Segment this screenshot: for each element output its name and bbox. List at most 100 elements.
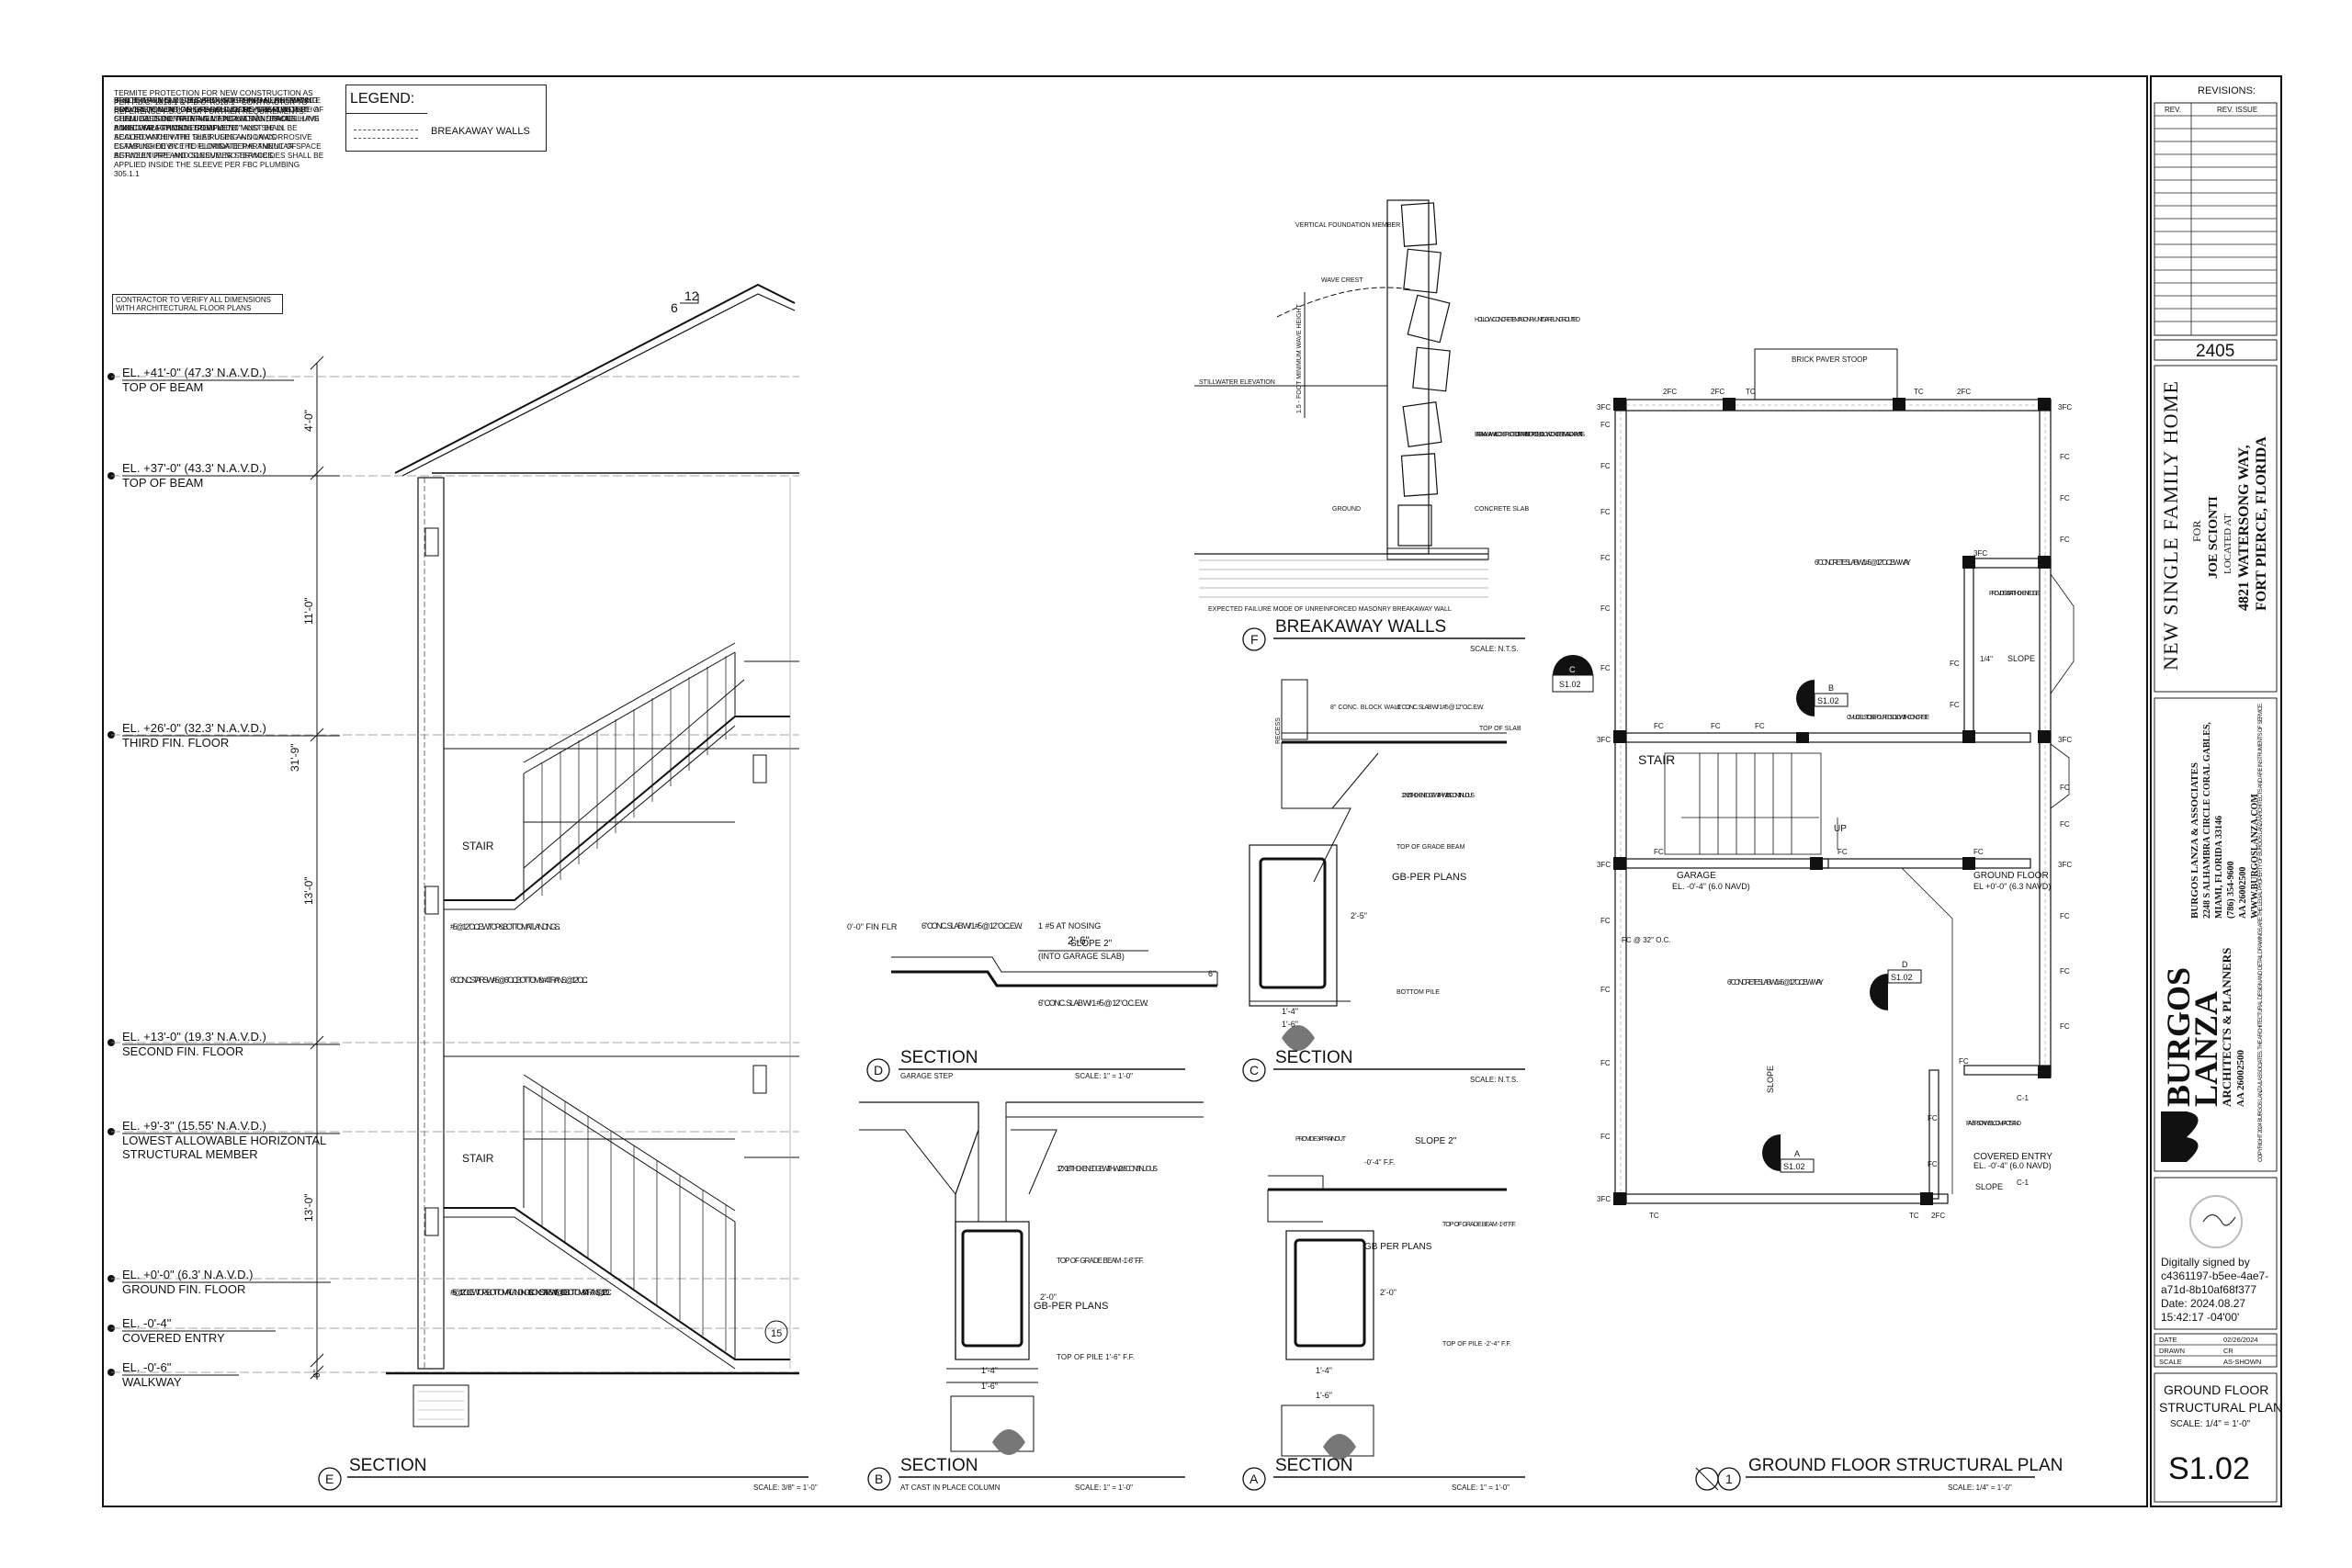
- c-dim-2: 1'-6": [1282, 1020, 1298, 1029]
- sig-line-1: Digitally signed by: [2161, 1256, 2250, 1269]
- plan-fc: FC: [2060, 820, 2070, 829]
- f-note-6: BREAKAWAY WALL CONSTRUCTED OF UNREINFORC…: [1475, 432, 1585, 438]
- dim-13ft-b: 13'-0": [302, 1193, 315, 1222]
- stair-note-4: 6" CONC. STAIRS W/ #5 @ 6" O.C. BOTTOM &…: [528, 1288, 612, 1297]
- d-note-1: 6" CONC. SLAB W/ 1 #5 @ 12" O.C. E.W.: [922, 921, 1023, 931]
- detail-c-title: SECTION: [1275, 1048, 1352, 1067]
- detail-c-scale: SCALE: N.T.S.: [1470, 1076, 1518, 1084]
- logo-burgos: BURGOS: [2160, 967, 2197, 1107]
- detail-a-letter: A: [1250, 1472, 1259, 1486]
- plan-3fc: 3FC: [1597, 861, 1611, 869]
- plan-thicken: PROVIDE 2 #5 AT THICKEN EDGE: [1989, 591, 2040, 597]
- plan-fc: FC: [2060, 453, 2070, 461]
- plan-fc: FC: [1600, 462, 1611, 470]
- elev-label: EL. +26'-0" (32.3' N.A.V.D.): [122, 721, 266, 735]
- roof-pitch-run: 12: [684, 288, 699, 303]
- elev-label: EL. +37'-0" (43.3' N.A.V.D.): [122, 461, 266, 475]
- plan-stair: STAIR: [1638, 752, 1675, 767]
- note-termite-4: Protective sleeves around piping penetra…: [114, 96, 324, 178]
- plan-fc: FC: [1959, 1057, 1969, 1066]
- ref-sheet: S1.02: [1559, 680, 1581, 689]
- ref-letter: A: [1794, 1149, 1800, 1158]
- plan-tc: TC: [1914, 388, 1924, 396]
- a-dim-2: 1'-6": [1316, 1391, 1332, 1400]
- c-note-8: RECESS: [1275, 717, 1282, 744]
- rev-issue-col: REV. ISSUE: [2217, 106, 2257, 114]
- elev-sub: WALKWAY: [122, 1375, 182, 1389]
- elev-sub: TOP OF BEAM: [122, 380, 203, 394]
- address-2: FORT PIERCE, FLORIDA: [2254, 436, 2269, 611]
- detail-d-letter: D: [874, 1063, 883, 1077]
- plan-fc: FC: [2060, 912, 2070, 920]
- elev-sub: LOWEST ALLOWABLE HORIZONTAL: [122, 1134, 326, 1147]
- a-note-2: SLOPE 2": [1415, 1136, 1457, 1146]
- dim-4ft: 4'-0": [302, 410, 315, 432]
- a-note-4: GB PER PLANS: [1364, 1242, 1432, 1252]
- plan-fc: FC: [1600, 554, 1611, 562]
- a-dim-3: 2'-0": [1380, 1288, 1396, 1297]
- plan-slope-2: SLOPE: [1975, 1182, 2003, 1191]
- detail-b: 12" X 16" THICKEN EDGE WITH W/ 2 #5 CONT…: [859, 1101, 1204, 1492]
- plan-fc: FC: [1600, 664, 1611, 672]
- d-note-5: SLOPE 2": [1070, 939, 1113, 949]
- scale-value: AS-SHOWN: [2223, 1358, 2261, 1366]
- elev-minus6: EL. -0'-6" WALKWAY: [107, 1360, 799, 1389]
- plan-garage-el: EL. -0'-4" (6.0 NAVD): [1672, 882, 1750, 891]
- ref-sheet: S1.02: [1783, 1162, 1805, 1171]
- plan-section-ref-c: S1.02 C: [1552, 655, 1594, 693]
- plan-c1: C-1: [2017, 1094, 2029, 1102]
- section-e-letter: E: [325, 1472, 334, 1486]
- plan-section-ref-a: S1.02 A: [1762, 1134, 1815, 1173]
- firm-logo: BURGOS LANZA ARCHITECTS & PLANNERS AA 26…: [2160, 948, 2246, 1162]
- plan-up: UP: [1834, 824, 1847, 834]
- legend-item: BREAKAWAY WALLS: [431, 126, 530, 137]
- detail-b-title: SECTION: [900, 1456, 978, 1475]
- elev-0: EL. +0'-0" (6.3' N.A.V.D.) GROUND FIN. F…: [107, 1268, 799, 1296]
- firm-phone: (786) 354-9600: [2226, 862, 2236, 919]
- ref-sheet: S1.02: [1891, 973, 1913, 982]
- plan-3fc: 3FC: [2058, 403, 2072, 412]
- plan-covered: COVERED ENTRY: [1973, 1152, 2052, 1162]
- stair-note-2: 6" CONC. STAIRS W/ #5 @ 6" O.C. BOTTOM &…: [450, 976, 588, 985]
- detail-d: 6" CONC. SLAB W/ 1 #5 @ 12" O.C. E.W. 1 …: [847, 921, 1218, 1082]
- logo-aa: AA 26002500: [2235, 1049, 2246, 1107]
- c-note-7: BOTTOM PILE: [1396, 989, 1440, 996]
- plan-fc: FC: [1654, 848, 1664, 856]
- plan-fc: FC: [2060, 1022, 2070, 1031]
- title-block: REVISIONS: REV. REV. ISSUE 2405 NEW SING…: [2154, 85, 2282, 1503]
- c-note-5: TOP OF GRADE BEAM: [1396, 844, 1465, 851]
- elev-13: EL. +13'-0" (19.3' N.A.V.D.) SECOND FIN.…: [107, 1030, 799, 1058]
- c-note-1: 8" CONC. BLOCK WALL: [1330, 705, 1401, 711]
- a-note-3: -0'-4" F.F.: [1364, 1158, 1395, 1167]
- plan-tc: TC: [1909, 1212, 1919, 1220]
- detail-f-letter: F: [1250, 632, 1259, 647]
- sig-line-3: a71d-8b10af68f377: [2161, 1283, 2256, 1296]
- sheet-scale: SCALE: 1/4" = 1'-0": [2170, 1419, 2251, 1429]
- d-note-6: 6" CONC. SLAB W/ 1 #5 @ 12" O.C. E.W.: [1038, 998, 1148, 1008]
- rev-col: REV.: [2165, 106, 2181, 114]
- detail-b-sub: AT CAST IN PLACE COLUMN: [900, 1483, 1001, 1492]
- plan-3fc: 3FC: [1597, 403, 1611, 412]
- scale-label: SCALE: [2159, 1358, 2182, 1366]
- firm-web: WWW.BURGOSLANZA.COM: [2250, 794, 2260, 919]
- a-dim-1: 1'-4": [1316, 1366, 1332, 1375]
- plan-covered-el: EL. -0'-4" (6.0 NAVD): [1973, 1161, 2052, 1170]
- c-dim-1: 1'-4": [1282, 1007, 1298, 1016]
- detail-a-title: SECTION: [1275, 1456, 1352, 1475]
- firm-address-1: 2248 S ALHAMBRA CIRCLE CORAL GABLES,: [2202, 722, 2212, 919]
- note-termite-3: If soil area is disturbed after initial …: [114, 96, 319, 160]
- f-note-1: VERTICAL FOUNDATION MEMBER: [1295, 222, 1400, 229]
- plan-fc: FC: [1600, 421, 1611, 429]
- c-note-4: 12" X 16" THICKEN EDGE WITH W/ 2 #5 CONT…: [1401, 793, 1475, 799]
- a-note-5: TOP OF GRADE BEAM -1'-6" F.F.: [1442, 1222, 1516, 1228]
- dim-31ft: 31'-9": [288, 743, 301, 772]
- elev-label: EL. +0'-0" (6.3' N.A.V.D.): [122, 1268, 253, 1281]
- d-note-4: (INTO GARAGE SLAB): [1038, 952, 1125, 961]
- detail-a: PROVIDE 3/4" RAINOUT SLOPE 2" -0'-4" F.F…: [1242, 1136, 1525, 1492]
- stair-note-1: #5 @ 12" O.C. E.W. TOP & BOTTOM AT LANDI…: [450, 922, 560, 931]
- elev-41: EL. +41'-0" (47.3' N.A.V.D.) TOP OF BEAM: [107, 366, 799, 394]
- b-dim-1: 1'-4": [981, 1366, 998, 1375]
- project-name: NEW SINGLE FAMILY HOME: [2159, 381, 2182, 671]
- plan-scale: SCALE: 1/4" = 1'-0": [1948, 1483, 2012, 1492]
- elev-sub: THIRD FIN. FLOOR: [122, 736, 229, 750]
